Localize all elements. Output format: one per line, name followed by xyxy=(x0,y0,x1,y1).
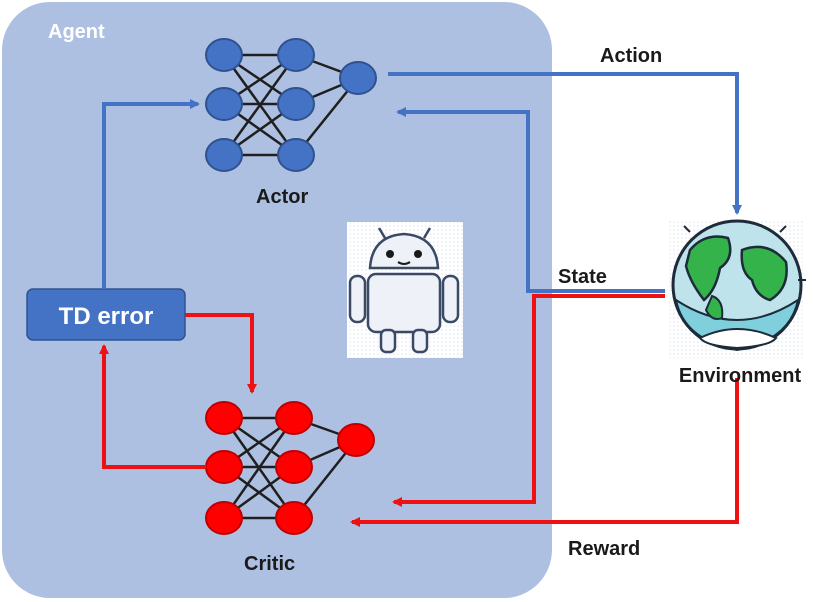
critic-node xyxy=(275,401,313,435)
agent-label: Agent xyxy=(48,21,105,43)
actor-node xyxy=(277,87,315,121)
environment-label: Environment xyxy=(679,365,802,387)
td-to-critic-arrow xyxy=(185,313,257,394)
actor-node xyxy=(277,138,315,172)
actor-node xyxy=(205,38,243,72)
state-to-critic-arrow xyxy=(392,294,665,507)
critic-node xyxy=(205,501,243,535)
critic-nodes xyxy=(205,401,375,535)
actor-nodes xyxy=(205,38,377,172)
td-error-label: TD error xyxy=(59,303,154,330)
critic-label: Critic xyxy=(244,553,295,575)
state-arrow xyxy=(396,107,665,293)
reward-arrow xyxy=(350,378,739,527)
critic-node xyxy=(205,450,243,484)
android-robot-icon xyxy=(347,222,463,358)
critic-node xyxy=(205,401,243,435)
reward-label: Reward xyxy=(568,538,640,560)
td-to-actor-arrow xyxy=(102,99,200,289)
state-label: State xyxy=(558,266,607,288)
actor-output-node xyxy=(339,61,377,95)
agent-container xyxy=(2,2,552,598)
actor-label: Actor xyxy=(256,186,308,208)
critic-node xyxy=(275,450,313,484)
actor-node xyxy=(277,38,315,72)
action-arrow xyxy=(388,72,742,215)
critic-output-node xyxy=(337,423,375,457)
critic-node xyxy=(275,501,313,535)
earth-globe-icon xyxy=(667,219,806,358)
action-label: Action xyxy=(600,45,662,67)
actor-node xyxy=(205,138,243,172)
critic-to-td-arrow xyxy=(99,344,206,469)
actor-node xyxy=(205,87,243,121)
